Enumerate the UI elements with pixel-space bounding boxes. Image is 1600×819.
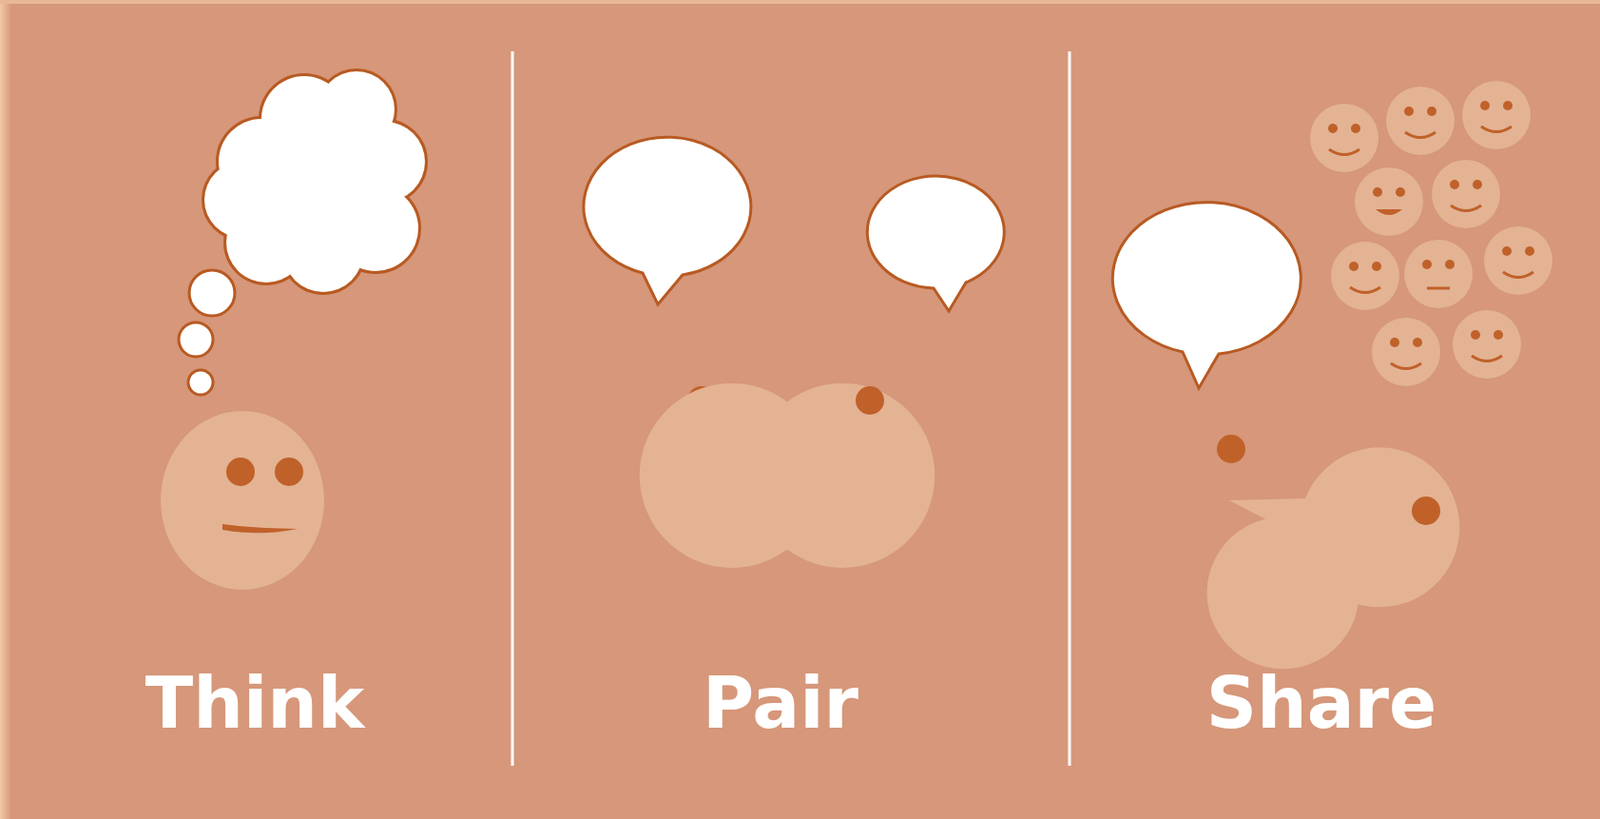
left-edge — [0, 0, 12, 819]
pacman-speaker — [1207, 496, 1441, 669]
thinking-face — [160, 410, 325, 590]
pacman-speaker — [639, 383, 907, 568]
audience-crowd — [1310, 80, 1553, 386]
speech-bubble — [867, 175, 1004, 311]
speech-bubble — [583, 136, 752, 305]
thought-cloud — [178, 71, 425, 395]
stage-label: Share — [1206, 667, 1438, 738]
stage-label: Think — [145, 667, 365, 738]
top-edge — [0, 0, 1600, 4]
speech-bubble — [1112, 202, 1301, 388]
divider-line — [1068, 51, 1072, 766]
stage-label: Pair — [702, 667, 859, 738]
divider-line — [511, 51, 515, 766]
